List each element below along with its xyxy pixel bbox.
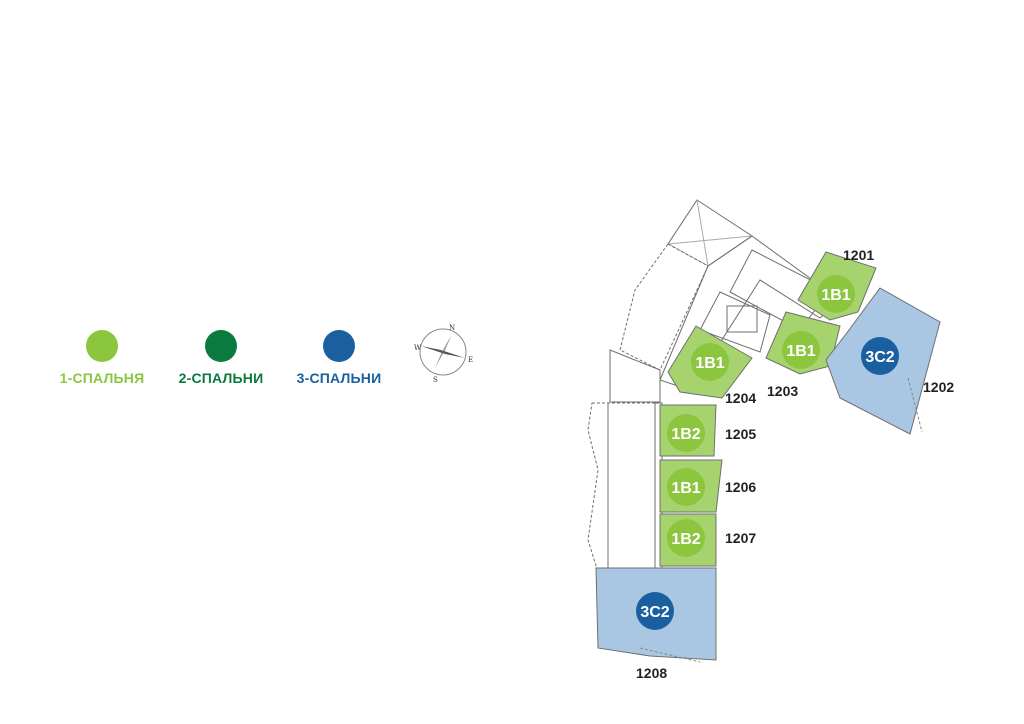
- legend-label-3-bedroom: 3-СПАЛЬНИ: [296, 370, 382, 386]
- unit-number-1204: 1204: [725, 390, 756, 406]
- badge-1201-label: 1B1: [821, 287, 850, 304]
- unit-number-1201: 1201: [843, 247, 874, 263]
- legend-dot-3-bedroom: [323, 330, 355, 362]
- badge-1207: 1B2: [667, 519, 705, 557]
- legend-item-3-bedroom[interactable]: 3-СПАЛЬНИ: [279, 330, 399, 386]
- badge-1201: 1B1: [817, 275, 855, 313]
- badge-1206: 1B1: [667, 468, 705, 506]
- building-outline: [587, 199, 841, 573]
- badge-1203: 1B1: [782, 331, 820, 369]
- badge-1202: 3C2: [861, 337, 899, 375]
- badge-1202-label: 3C2: [865, 349, 894, 366]
- unit-number-1208: 1208: [636, 665, 667, 681]
- badge-1206-label: 1B1: [671, 480, 700, 497]
- badge-1205-label: 1B2: [671, 426, 700, 443]
- unit-number-1207: 1207: [725, 530, 756, 546]
- unit-number-1203: 1203: [767, 383, 798, 399]
- legend-label-2-bedroom: 2-СПАЛЬНИ: [178, 370, 264, 386]
- badge-1208-label: 3C2: [640, 604, 669, 621]
- badge-1204: 1B1: [691, 343, 729, 381]
- badge-1204-label: 1B1: [695, 355, 724, 372]
- unit-number-1205: 1205: [725, 426, 756, 442]
- legend-dot-1-bedroom: [86, 330, 118, 362]
- compass-w-label: W: [414, 344, 422, 352]
- badge-1203-label: 1B1: [786, 343, 815, 360]
- legend-item-1-bedroom[interactable]: 1-СПАЛЬНЯ: [42, 330, 162, 386]
- compass-n-label: N: [449, 324, 455, 332]
- compass-rose-icon: N E S W: [414, 324, 473, 384]
- badge-1208: 3C2: [636, 592, 674, 630]
- badge-1205: 1B2: [667, 414, 705, 452]
- badge-1207-label: 1B2: [671, 531, 700, 548]
- unit-number-1206: 1206: [725, 479, 756, 495]
- compass-s-label: S: [433, 376, 438, 384]
- unit-number-1202: 1202: [923, 379, 954, 395]
- legend-label-1-bedroom: 1-СПАЛЬНЯ: [59, 370, 145, 386]
- compass-e-label: E: [468, 356, 473, 364]
- legend-item-2-bedroom[interactable]: 2-СПАЛЬНИ: [161, 330, 281, 386]
- legend-dot-2-bedroom: [205, 330, 237, 362]
